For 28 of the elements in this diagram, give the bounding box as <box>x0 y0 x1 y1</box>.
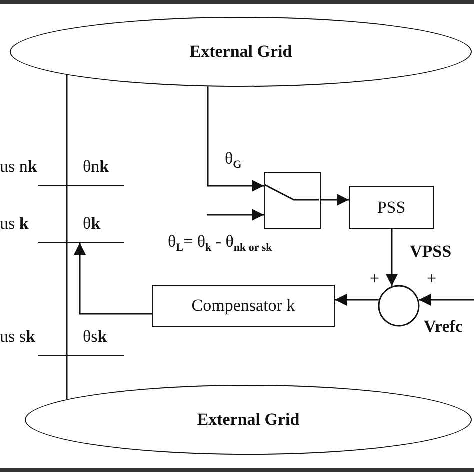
edge-label: θ$_{L}$= θ$_{k}$ - θ$_{nk or sk}$ <box>168 233 272 254</box>
bus-angle: θsk <box>83 328 108 345</box>
arrow <box>386 229 398 286</box>
arrow <box>207 209 264 221</box>
arrow <box>207 86 264 192</box>
bus-name: us sk <box>0 328 36 345</box>
edge-label: Vrefc <box>424 318 464 335</box>
switch-box <box>264 172 321 229</box>
connector-line <box>66 75 68 400</box>
process-box <box>152 285 335 327</box>
arrow <box>419 294 474 306</box>
arrow <box>74 243 152 315</box>
bus-angle: θk <box>83 215 101 232</box>
edge-label: VPSS <box>410 243 452 260</box>
node-label: Compensator k <box>192 296 296 316</box>
node-label: External Grid <box>190 42 292 62</box>
summing-junction <box>378 285 420 327</box>
node-label: PSS <box>377 198 406 218</box>
bus-name: us nk <box>0 158 38 175</box>
arrow <box>335 294 379 306</box>
bus-angle: θnk <box>83 158 110 175</box>
node-label: External Grid <box>197 410 300 430</box>
bus-name: us k <box>0 215 29 232</box>
process-box <box>349 186 434 229</box>
arrow <box>321 194 349 206</box>
edge-label: θ$_{G}$ <box>225 150 242 171</box>
sign-label: + <box>427 270 437 287</box>
sign-label: + <box>370 270 380 287</box>
